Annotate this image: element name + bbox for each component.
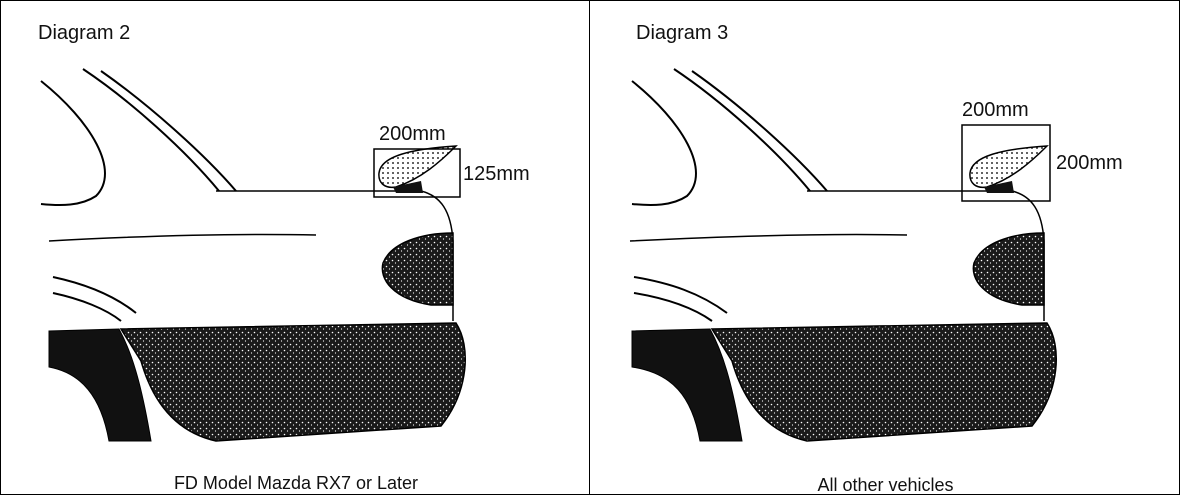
arch-curve-top — [52, 276, 137, 314]
wheel-tyre — [48, 328, 152, 442]
height-dimension-label: 125mm — [463, 163, 530, 185]
arch-curve-mid — [52, 292, 122, 322]
body-crease — [629, 233, 908, 242]
spoiler-limit-box — [373, 148, 461, 198]
diagram-panel-3: Diagram 3 — [589, 0, 1180, 495]
c-pillar-line-inner — [691, 70, 828, 192]
spoiler-limit-box — [961, 124, 1051, 202]
wheel-tyre — [631, 328, 743, 442]
c-pillar-line-outer — [82, 68, 220, 192]
spoiler-mount — [393, 181, 423, 193]
tail-light — [972, 232, 1045, 306]
diagram-title: Diagram 2 — [38, 22, 131, 44]
diagram-caption: FD Model Mazda RX7 or Later — [173, 473, 419, 493]
spoiler-mount — [984, 181, 1014, 193]
arch-curve-mid — [633, 292, 713, 322]
car-rear-illustration — [40, 68, 466, 442]
c-pillar-line-outer — [673, 68, 811, 192]
width-dimension-label: 200mm — [962, 99, 1029, 121]
diagram-caption: All other vehicles — [817, 475, 954, 495]
spoiler-wing — [378, 145, 458, 189]
rear-bumper — [710, 322, 1057, 442]
rear-window-curve — [631, 80, 697, 206]
rear-bumper — [119, 322, 466, 442]
c-pillar-line-inner — [100, 70, 237, 192]
car-rear-illustration — [629, 68, 1057, 442]
tail-light — [381, 232, 454, 306]
height-dimension-label: 200mm — [1056, 152, 1123, 174]
diagram-panel-2: Diagram 2 — [0, 0, 590, 495]
spoiler-wing — [969, 145, 1049, 189]
diagram-title: Diagram 3 — [636, 22, 729, 44]
arch-curve-top — [633, 276, 728, 314]
rear-window-curve — [40, 80, 106, 206]
body-crease — [48, 233, 317, 242]
width-dimension-label: 200mm — [379, 123, 446, 145]
